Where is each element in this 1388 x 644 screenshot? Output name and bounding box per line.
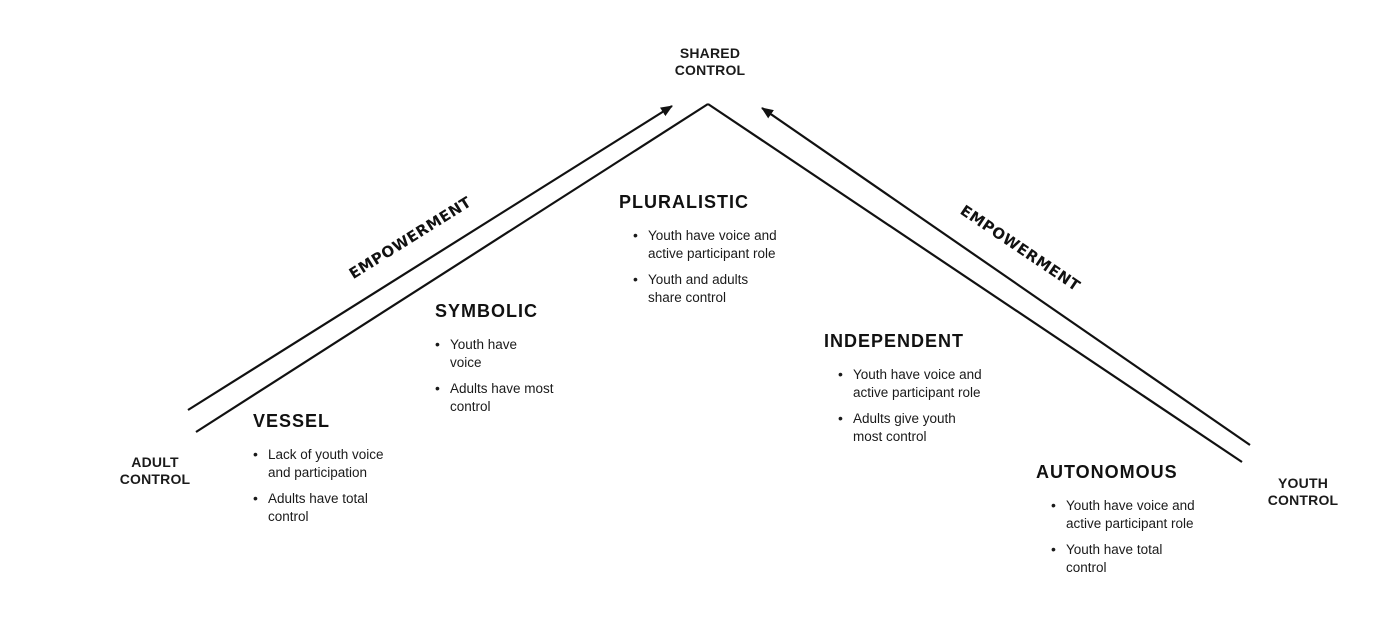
- youth-control-label: YOUTH CONTROL: [1258, 475, 1348, 509]
- stage-bullet: Youth have voice and active participant …: [633, 227, 778, 262]
- stage-bullet: Youth have total control: [1051, 541, 1196, 576]
- stage-independent: INDEPENDENT Youth have voice and active …: [824, 331, 994, 454]
- adult-control-line-1: ADULT: [131, 454, 179, 470]
- stage-bullet: Lack of youth voice and participation: [253, 446, 403, 481]
- stage-vessel: VESSEL Lack of youth voice and participa…: [253, 411, 403, 534]
- stage-bullet: Adults have most control: [435, 380, 560, 415]
- left-control-line: [195, 103, 709, 433]
- adult-control-line-2: CONTROL: [119, 471, 191, 487]
- stage-bullet: Youth have voice and active participant …: [838, 366, 983, 401]
- stage-bullet: Youth and adults share control: [633, 271, 778, 306]
- stage-title: SYMBOLIC: [435, 301, 539, 321]
- stage-bullet: Youth have voice: [435, 336, 545, 371]
- stage-title: PLURALISTIC: [619, 192, 749, 212]
- right-empowerment-arrow: [761, 107, 1251, 446]
- stage-bullets: Youth have voice Adults have most contro…: [435, 336, 575, 415]
- stage-bullet: Youth have voice and active participant …: [1051, 497, 1196, 532]
- youth-control-line-1: YOUTH: [1278, 475, 1328, 491]
- stage-title: AUTONOMOUS: [1036, 462, 1178, 482]
- shared-control-label: SHARED CONTROL: [670, 45, 750, 79]
- stage-bullets: Youth have voice and active participant …: [838, 366, 994, 445]
- shared-control-line-2: CONTROL: [674, 62, 746, 78]
- stage-autonomous: AUTONOMOUS Youth have voice and active p…: [1036, 462, 1206, 585]
- adult-control-label: ADULT CONTROL: [112, 454, 198, 488]
- stage-title: VESSEL: [253, 411, 331, 431]
- right-control-line: [707, 103, 1243, 463]
- stage-bullet: Adults give youth most control: [838, 410, 983, 445]
- stage-bullets: Youth have voice and active participant …: [1051, 497, 1206, 576]
- stage-symbolic: SYMBOLIC Youth have voice Adults have mo…: [435, 301, 575, 424]
- stage-bullets: Lack of youth voice and participation Ad…: [253, 446, 403, 525]
- youth-control-line-2: CONTROL: [1267, 492, 1339, 508]
- stage-pluralistic: PLURALISTIC Youth have voice and active …: [618, 192, 788, 315]
- stage-bullet: Adults have total control: [253, 490, 403, 525]
- shared-control-line-1: SHARED: [679, 45, 741, 61]
- stage-bullets: Youth have voice and active participant …: [633, 227, 788, 306]
- stage-title: INDEPENDENT: [824, 331, 965, 351]
- left-empowerment-arrow: [187, 105, 673, 411]
